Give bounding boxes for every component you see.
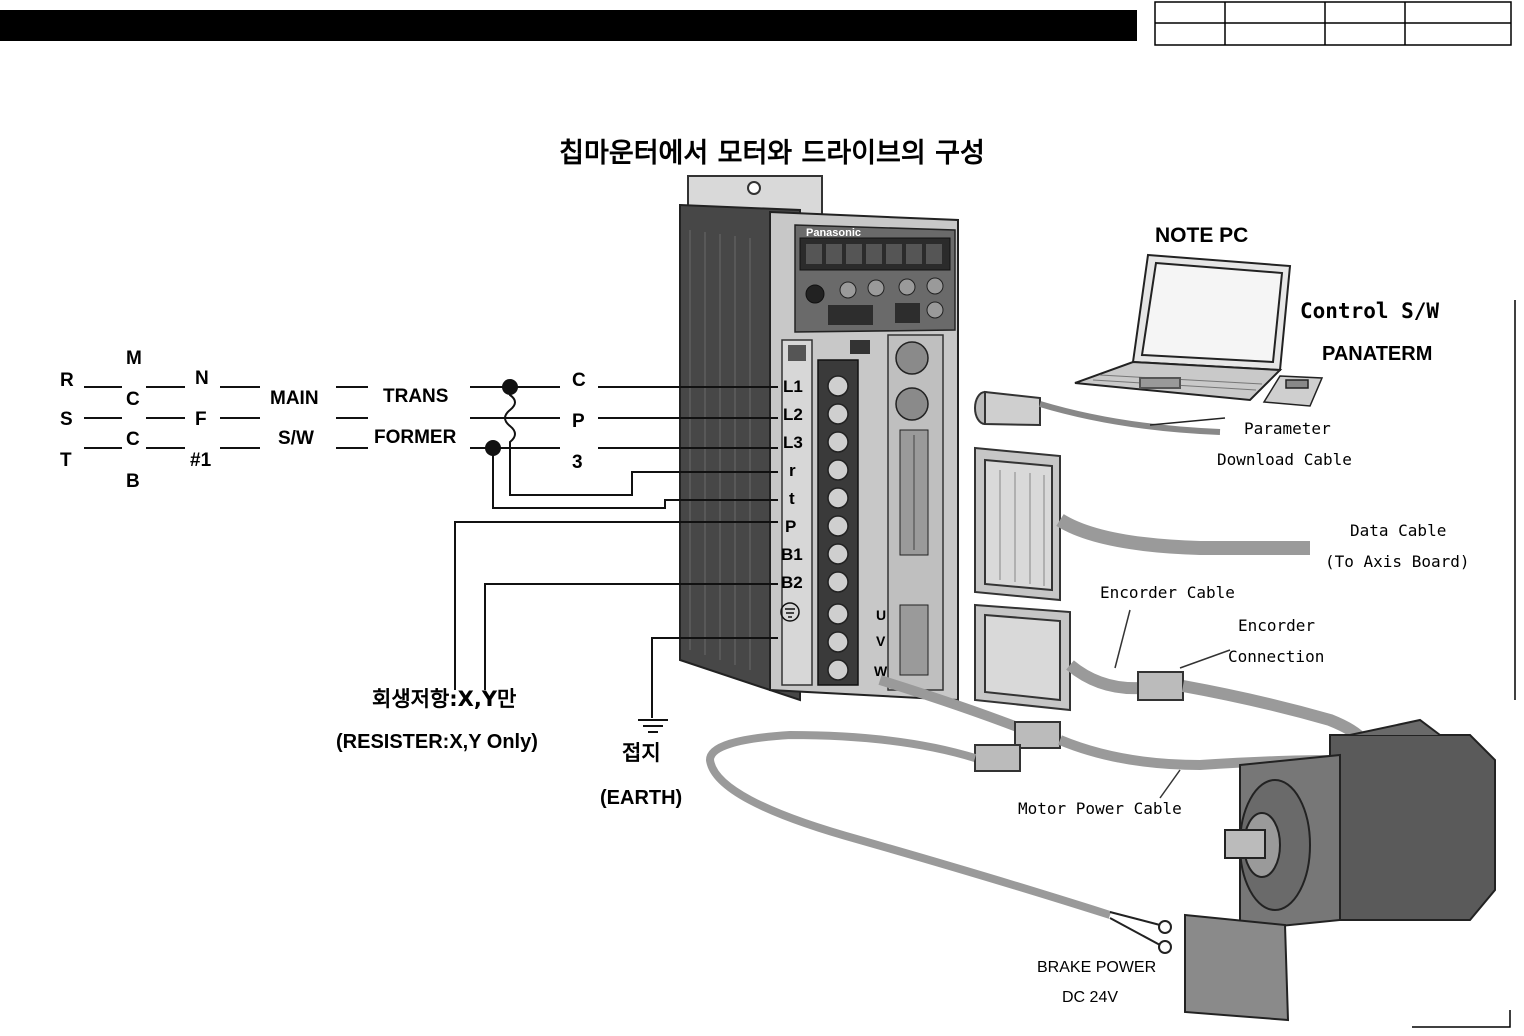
regen-resistor-en: (RESISTER:X,Y Only): [336, 731, 538, 753]
encoder-connection-label-1: Encorder: [1238, 616, 1315, 635]
floppy-disk-icon: [1264, 376, 1322, 406]
servo-motor: [1225, 720, 1495, 930]
earth-en: (EARTH): [600, 787, 682, 809]
data-cable-label-2: (To Axis Board): [1325, 552, 1470, 571]
earth-labels: 접지 (EARTH): [600, 741, 682, 809]
phase-s: S: [60, 409, 73, 430]
note-pc-label: NOTE PC: [1155, 224, 1248, 247]
brake-power-label-1: BRAKE POWER: [1037, 959, 1156, 976]
encoder-cable-label: Encorder Cable: [1100, 583, 1235, 602]
terminal-v: V: [876, 633, 886, 649]
terminal-l1: L1: [783, 377, 803, 396]
motor-power-cable-label: Motor Power Cable: [1018, 799, 1182, 818]
cp3-c: C: [572, 370, 586, 391]
regen-resistor-kr: 회생저항:X,Y만: [372, 687, 516, 711]
transformer-1: TRANS: [383, 386, 448, 407]
terminal-l3: L3: [783, 433, 803, 452]
cp3-p: P: [572, 411, 585, 432]
main-sw-1: MAIN: [270, 388, 319, 409]
data-cable-label-1: Data Cable: [1350, 521, 1446, 540]
servo-drive-unit: [680, 176, 958, 700]
parameter-cable: [975, 392, 1225, 432]
power-labels: R S T M C C B N F #1 MAIN S/W TRANS FORM…: [60, 348, 586, 492]
terminal-b2: B2: [781, 573, 803, 592]
brake-power-box: [1185, 915, 1288, 1020]
phase-t: T: [60, 450, 72, 471]
terminal-b1: B1: [781, 545, 803, 564]
cp3-3: 3: [572, 452, 583, 473]
brake-power-label-2: DC 24V: [1062, 989, 1118, 1006]
brand-logo: Panasonic: [806, 227, 861, 239]
terminal-r: r: [789, 461, 796, 480]
control-sw-label: Control S/W: [1300, 299, 1439, 323]
mccb-b: B: [126, 471, 140, 492]
terminal-l2: L2: [783, 405, 803, 424]
page-title: 칩마운터에서 모터와 드라이브의 구성: [559, 138, 985, 169]
regen-resistor-labels: 회생저항:X,Y만 (RESISTER:X,Y Only): [336, 687, 538, 753]
main-sw-2: S/W: [278, 428, 314, 449]
mccb-c1: C: [126, 389, 140, 410]
mccb-m: M: [126, 348, 142, 369]
earth-kr: 접지: [622, 741, 661, 765]
encoder-connection-label-2: Connection: [1228, 647, 1324, 666]
nf-n: N: [195, 368, 209, 389]
param-cable-label-1: Parameter: [1244, 419, 1331, 438]
page-corner-mark: [1412, 1010, 1510, 1027]
header-black-bar: [0, 10, 1137, 41]
laptop-icon: [1075, 255, 1290, 400]
terminal-w: W: [874, 663, 888, 679]
nf-number: #1: [190, 450, 212, 471]
nf-f: F: [195, 409, 207, 430]
terminal-u: U: [876, 607, 886, 623]
phase-r: R: [60, 370, 74, 391]
panaterm-label: PANATERM: [1322, 343, 1432, 365]
header-table: [1155, 2, 1511, 45]
terminal-t: t: [789, 489, 795, 508]
transformer-2: FORMER: [374, 427, 457, 448]
terminal-p: P: [785, 517, 796, 536]
mccb-c2: C: [126, 429, 140, 450]
data-cable-connector: [975, 448, 1310, 600]
param-cable-label-2: Download Cable: [1217, 450, 1352, 469]
